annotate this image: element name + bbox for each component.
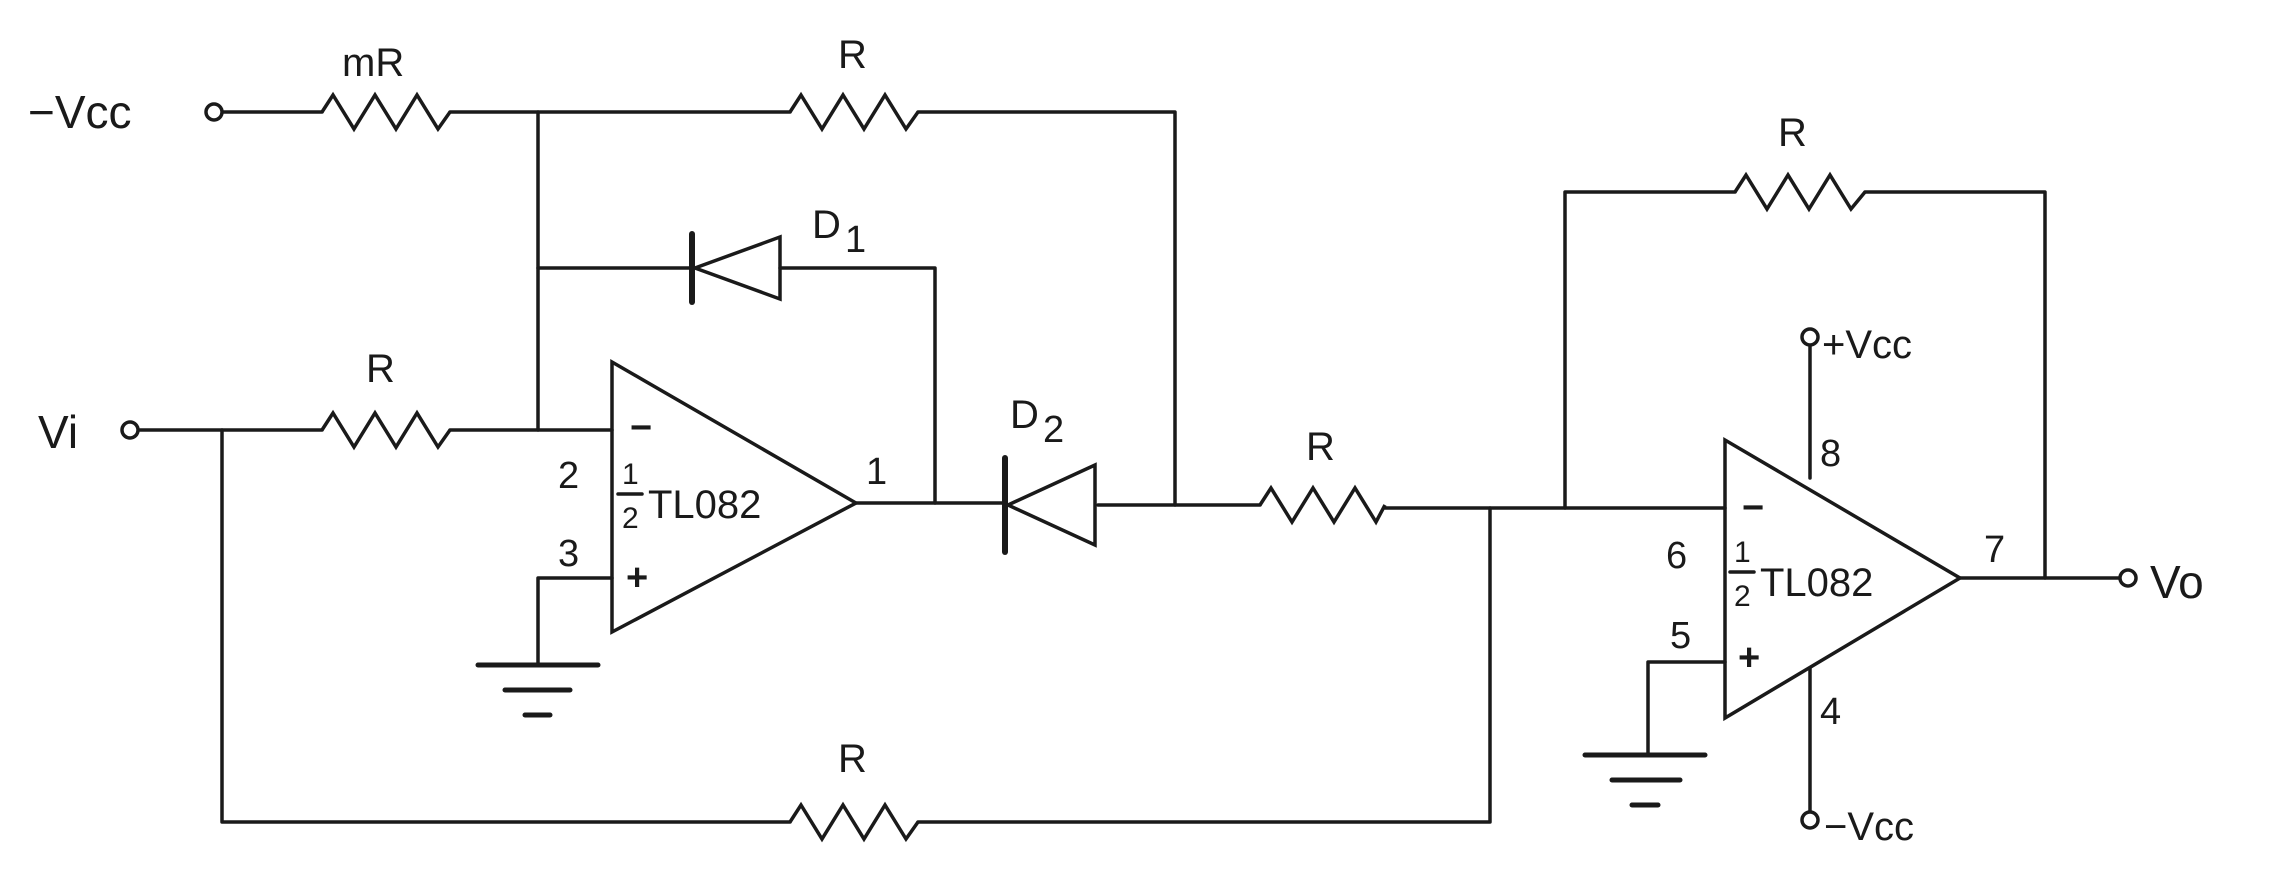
label-resistor-amp2-feedback: R (1778, 111, 1807, 155)
label-resistor-top-feedback: R (838, 33, 867, 77)
wire-amp2-fb-left (1563, 190, 1737, 510)
opamp2-pin-noninv: 5 (1670, 615, 1691, 657)
opamp2-pin-vneg: 4 (1820, 691, 1841, 733)
resistor-input (320, 409, 452, 451)
ground-icon-amp1 (475, 662, 601, 718)
terminal-vo (2118, 568, 2138, 588)
wire-bottom-left (220, 428, 792, 824)
label-vo: Vo (2150, 556, 2204, 608)
ground-icon-amp2 (1582, 752, 1708, 808)
label-amp2-vpos: +Vcc (1822, 323, 1912, 367)
diode-d1 (689, 231, 782, 305)
resistor-middle (1258, 484, 1387, 526)
resistor-mr (320, 91, 452, 133)
label-vi: Vi (38, 406, 78, 458)
opamp2-chip: TL082 (1760, 561, 1873, 605)
opamp1-frac-num: 1 (622, 458, 639, 491)
opamp1-pin-inv: 2 (558, 455, 579, 497)
opamp2-pin-vpos: 8 (1820, 433, 1841, 475)
opamp2-pin-out: 7 (1984, 529, 2005, 571)
wire-amp2-noninv-gnd (1646, 660, 1727, 757)
opamp1-pin-noninv: 3 (558, 533, 579, 575)
terminal-vi (120, 420, 140, 440)
wire-d1-right (778, 266, 937, 505)
label-diode-d2: D (1010, 393, 1039, 437)
opamp1-frac-den: 2 (622, 502, 639, 535)
opamp2-frac-num: 1 (1734, 536, 1751, 569)
opamp1-chip: TL082 (648, 483, 761, 527)
opamp1-body (610, 358, 860, 635)
resistor-bottom (788, 801, 920, 843)
label-diode-d2-sub: 2 (1043, 409, 1064, 451)
wire-top-r-right (916, 110, 1177, 507)
label-neg-vcc-in: −Vcc (28, 86, 132, 138)
opamp2-frac-den: 2 (1734, 580, 1751, 613)
opamp1-noninv-sign: + (626, 557, 648, 599)
opamp2-pin-inv: 6 (1666, 535, 1687, 577)
wire-bottom-right (916, 506, 1492, 824)
label-amp2-vneg: −Vcc (1824, 805, 1914, 849)
label-diode-d1-sub: 1 (845, 219, 866, 261)
terminal-amp2-vneg (1800, 810, 1820, 830)
wires (138, 110, 2122, 824)
label-resistor-middle: R (1306, 425, 1335, 469)
resistor-amp2-feedback (1733, 171, 1867, 213)
label-resistor-bottom: R (838, 737, 867, 781)
label-diode-d1: D (812, 203, 841, 247)
resistor-top-feedback (788, 91, 920, 133)
opamp1-pin-out: 1 (866, 451, 887, 493)
opamp1-inv-sign: − (630, 407, 652, 449)
wire-amp1-noninv-gnd (536, 576, 614, 667)
diode-d2 (1002, 455, 1097, 555)
opamp2-noninv-sign: + (1738, 637, 1760, 679)
opamp2-body (1723, 436, 1964, 722)
wire-amp2-fb-right (1863, 190, 2047, 580)
terminal-neg-vcc-in (204, 102, 224, 122)
opamp2-inv-sign: − (1742, 487, 1764, 529)
label-resistor-input: R (366, 347, 395, 391)
terminal-amp2-vpos (1800, 327, 1820, 347)
label-resistor-mr: mR (342, 41, 404, 85)
